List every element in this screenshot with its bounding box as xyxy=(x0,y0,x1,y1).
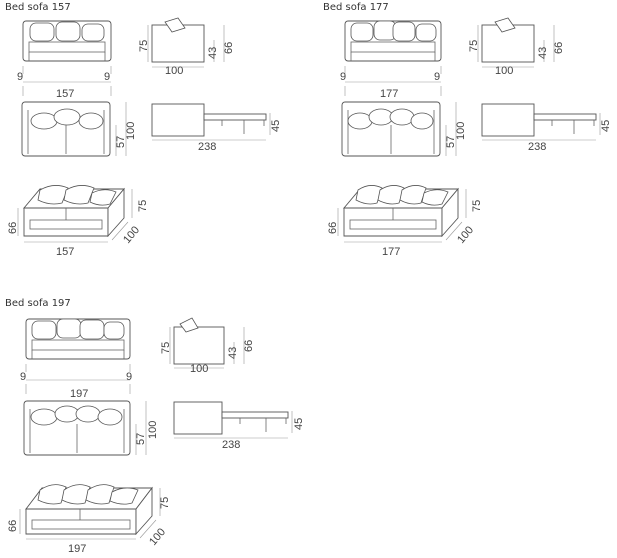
dim-arm-right: 9 xyxy=(126,371,132,383)
dim-persp-height-right: 75 xyxy=(137,200,149,212)
sofa-block-197: Bed sofa 197 9 9 197 100 75 43 xyxy=(0,296,320,558)
dim-seat: 43 xyxy=(537,47,549,59)
sofa-drawings: 9 9 177 100 75 43 66 57 100 xyxy=(327,17,612,258)
dim-open-height: 45 xyxy=(270,120,282,132)
dim-height: 75 xyxy=(138,40,150,52)
dim-seat-depth: 57 xyxy=(135,433,147,445)
dim-arm-left: 9 xyxy=(20,371,26,383)
dim-seat: 43 xyxy=(207,47,219,59)
sofa-title: Bed sofa 197 xyxy=(5,298,71,309)
plan-view: 57 100 xyxy=(341,101,467,157)
dim-persp-height-left: 66 xyxy=(7,222,19,234)
dim-open-height: 45 xyxy=(600,120,612,132)
dim-open-length: 238 xyxy=(198,141,216,153)
sofa-block-177: Bed sofa 177 9 9 177 100 75 43 xyxy=(320,0,617,280)
dim-seat-depth: 57 xyxy=(445,136,457,148)
front-view: 9 9 157 xyxy=(17,20,112,100)
dim-width: 157 xyxy=(56,88,74,100)
dim-back: 66 xyxy=(223,42,235,54)
dim-depth: 100 xyxy=(495,65,513,77)
dim-persp-height-right: 75 xyxy=(159,497,171,509)
front-view: 9 9 197 xyxy=(20,318,132,400)
open-bed-view: 238 45 xyxy=(481,103,612,153)
dim-arm-left: 9 xyxy=(17,71,23,83)
dim-persp-width: 157 xyxy=(56,246,74,258)
dim-plan-depth: 100 xyxy=(147,421,159,439)
sofa-title: Bed sofa 177 xyxy=(323,2,389,13)
dim-back: 66 xyxy=(243,340,255,352)
perspective-view: 197 66 75 100 xyxy=(7,484,171,555)
dim-arm-right: 9 xyxy=(434,71,440,83)
dim-back: 66 xyxy=(553,42,565,54)
dim-open-height: 45 xyxy=(293,418,305,430)
dim-height: 75 xyxy=(468,40,480,52)
dim-height: 75 xyxy=(160,342,172,354)
sofa-drawings: 9 9 197 100 75 43 66 57 100 xyxy=(7,317,305,555)
dim-depth: 100 xyxy=(190,363,208,375)
open-bed-view: 238 45 xyxy=(151,103,282,153)
dim-width: 197 xyxy=(70,388,88,400)
side-view: 100 75 43 66 xyxy=(138,17,235,77)
dim-persp-height-right: 75 xyxy=(471,200,483,212)
front-view: 9 9 177 xyxy=(340,20,442,100)
dim-arm-right: 9 xyxy=(104,71,110,83)
plan-view: 57 100 xyxy=(21,101,137,157)
side-view: 100 75 43 66 xyxy=(468,17,565,77)
side-view: 100 75 43 66 xyxy=(160,317,255,375)
open-bed-view: 238 45 xyxy=(173,401,305,451)
dim-open-length: 238 xyxy=(222,439,240,451)
plan-view: 57 100 xyxy=(23,400,159,456)
sofa-drawings: 9 9 157 100 75 43 66 57 xyxy=(7,17,282,258)
dim-open-length: 238 xyxy=(528,141,546,153)
dim-plan-depth: 100 xyxy=(125,122,137,140)
dim-persp-depth: 100 xyxy=(455,224,476,246)
dim-persp-depth: 100 xyxy=(147,526,168,548)
dim-seat: 43 xyxy=(227,347,239,359)
sofa-block-157: Bed sofa 157 9 9 157 100 75 43 xyxy=(0,0,300,280)
dim-width: 177 xyxy=(380,88,398,100)
dim-persp-width: 177 xyxy=(382,246,400,258)
dim-persp-height-left: 66 xyxy=(327,222,339,234)
dim-persp-depth: 100 xyxy=(121,224,142,246)
dim-persp-height-left: 66 xyxy=(7,520,19,532)
dim-arm-left: 9 xyxy=(340,71,346,83)
perspective-view: 157 66 75 100 xyxy=(7,185,149,258)
perspective-view: 177 66 75 100 xyxy=(327,185,483,258)
sofa-title: Bed sofa 157 xyxy=(5,2,71,13)
dim-depth: 100 xyxy=(165,65,183,77)
dim-plan-depth: 100 xyxy=(455,122,467,140)
dim-seat-depth: 57 xyxy=(115,136,127,148)
dim-persp-width: 197 xyxy=(68,543,86,555)
